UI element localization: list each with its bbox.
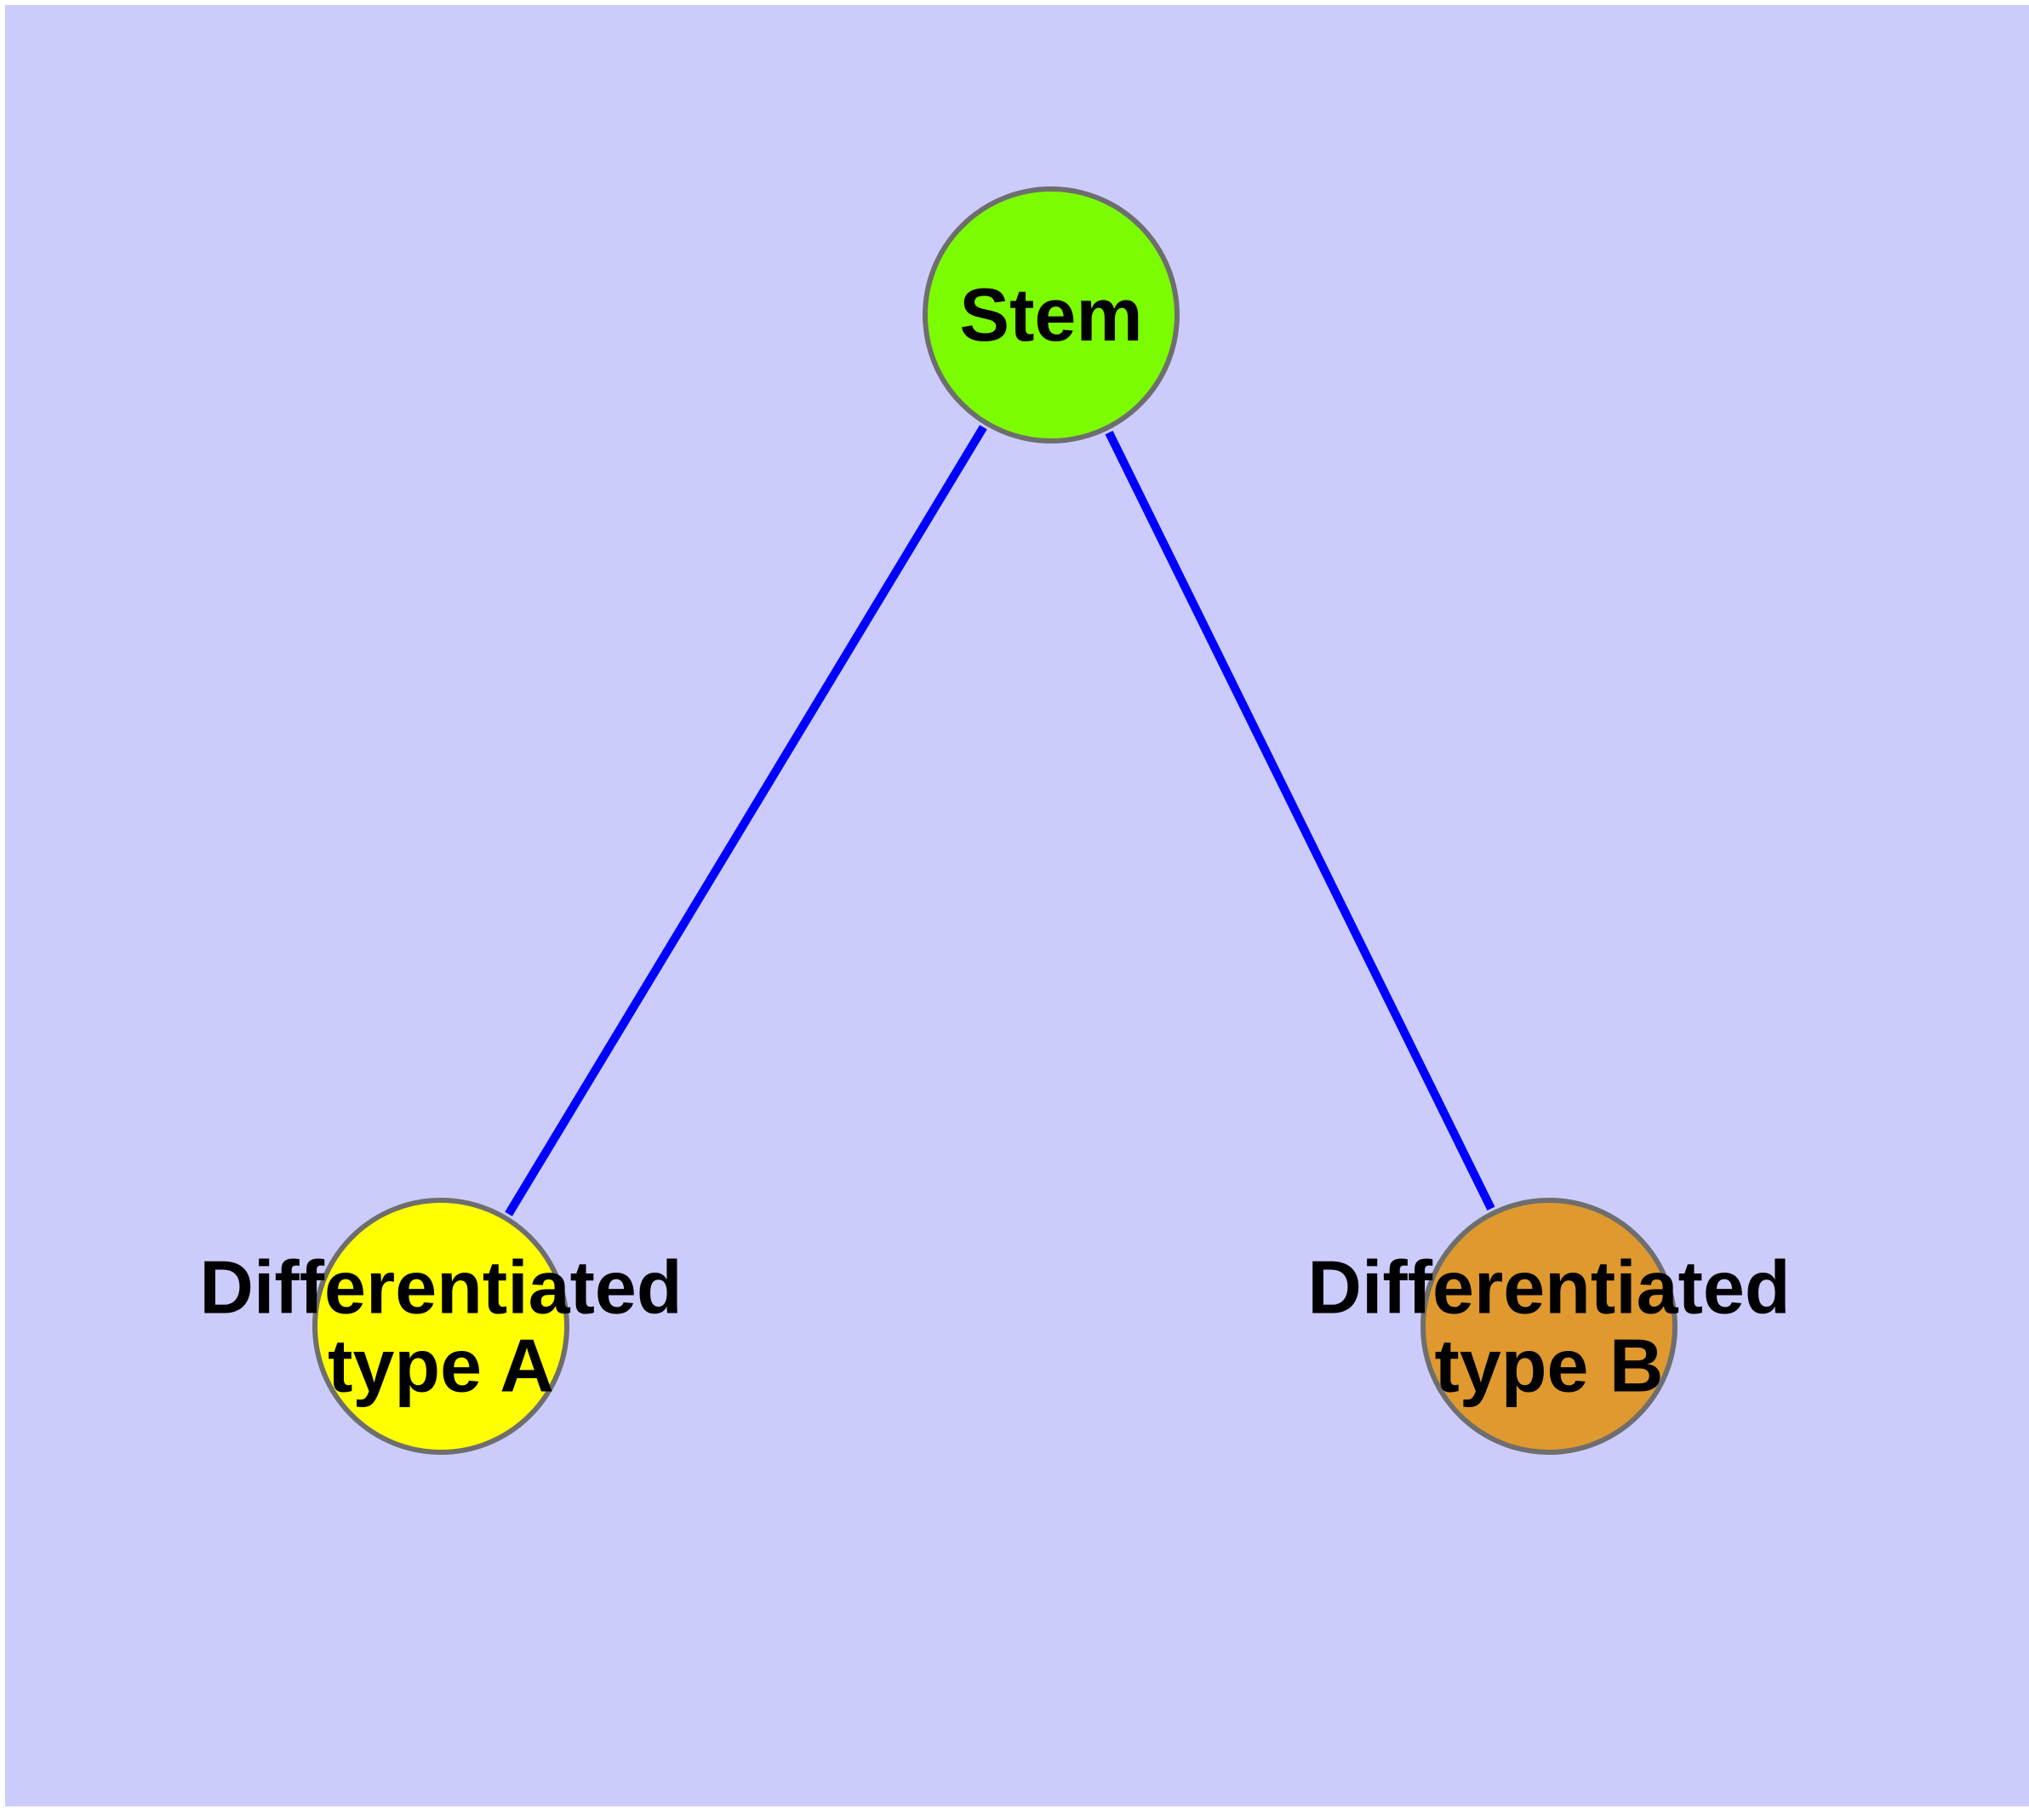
graph-edge-stem-to-diff_b xyxy=(1105,430,1495,1211)
graph-node-diff_b[interactable] xyxy=(1420,1198,1677,1455)
nodes-layer xyxy=(312,186,1677,1455)
edges-layer xyxy=(505,425,1495,1216)
graph-node-diff_a[interactable] xyxy=(312,1198,569,1455)
graph-node-stem[interactable] xyxy=(923,186,1180,444)
graph-edge-stem-to-diff_a xyxy=(505,425,987,1216)
